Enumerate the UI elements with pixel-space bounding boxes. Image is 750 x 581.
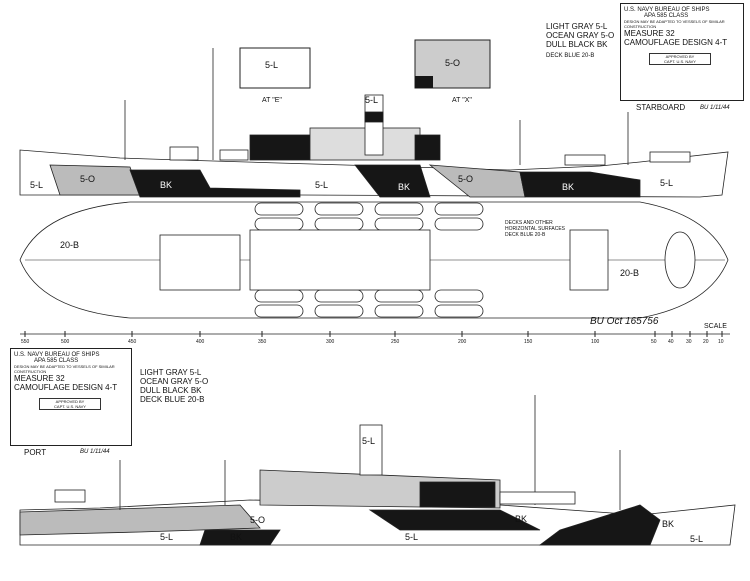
paint-label: 5-L bbox=[405, 532, 418, 542]
paint-label: 5-L bbox=[265, 60, 278, 70]
lifeboat bbox=[374, 304, 424, 318]
lifeboat bbox=[374, 289, 424, 303]
port-profile bbox=[19, 395, 736, 546]
drawing-number: BU Oct 165756 bbox=[590, 316, 659, 327]
scale-tick-label: 350 bbox=[258, 339, 267, 345]
section-e-label: AT "E" bbox=[262, 97, 282, 104]
title-block-starboard: U.S. NAVY BUREAU OF SHIPS APA 585 CLASS … bbox=[620, 3, 744, 101]
paint-label: 5-O bbox=[80, 174, 95, 184]
paint-label: 5-L bbox=[365, 95, 378, 105]
scale-tick-label: 500 bbox=[61, 339, 70, 345]
lifeboat bbox=[434, 202, 484, 216]
paint-label: BK bbox=[230, 532, 242, 542]
port-label: PORT bbox=[24, 448, 47, 457]
section-e-box bbox=[239, 47, 311, 89]
starboard-profile bbox=[19, 48, 729, 198]
lifeboat bbox=[254, 217, 304, 231]
paint-label: 5-L bbox=[315, 180, 328, 190]
legend-dull-black: DULL BLACK BK bbox=[546, 40, 608, 49]
legend-ocean-gray: OCEAN GRAY 5-O bbox=[546, 31, 615, 40]
scale-tick-label: 30 bbox=[686, 339, 692, 345]
deck-plan bbox=[19, 201, 729, 319]
lifeboat bbox=[374, 217, 424, 231]
paint-label: 5-L bbox=[660, 178, 673, 188]
scale-tick-label: 200 bbox=[458, 339, 467, 345]
lifeboat bbox=[314, 304, 364, 318]
lifeboat bbox=[314, 289, 364, 303]
legend-light-gray: LIGHT GRAY 5-L bbox=[546, 22, 608, 31]
paint-label: BK bbox=[662, 519, 674, 529]
scale-tick-label: 50 bbox=[651, 339, 657, 345]
starboard-label: STARBOARD bbox=[636, 103, 686, 112]
paint-label: BK bbox=[562, 182, 574, 192]
scale-tick-label: 300 bbox=[326, 339, 335, 345]
paint-label: 5-L bbox=[362, 436, 375, 446]
lifeboat bbox=[314, 217, 364, 231]
paint-label: 5-O bbox=[250, 515, 265, 525]
scale-tick-label: 150 bbox=[524, 339, 533, 345]
lifeboat bbox=[254, 304, 304, 318]
lifeboat bbox=[434, 217, 484, 231]
paint-label: 5-L bbox=[30, 180, 43, 190]
scale-ticks: 550 500 450 400 350 300 250 200 150 100 50 40 30 20 10 bbox=[21, 331, 724, 345]
paint-label: 5-O bbox=[445, 58, 460, 68]
scale-tick-label: 10 bbox=[718, 339, 724, 345]
paint-label: 20-B bbox=[620, 268, 639, 278]
paint-label: 20-B bbox=[60, 240, 79, 250]
scale-label: SCALE bbox=[704, 323, 727, 330]
lifeboat bbox=[434, 304, 484, 318]
scale-tick-label: 450 bbox=[128, 339, 137, 345]
legend-deck-blue: DECK BLUE 20-B bbox=[546, 53, 595, 59]
scale-tick-label: 100 bbox=[591, 339, 600, 345]
paint-label: BK bbox=[398, 182, 410, 192]
paint-label: 5-L bbox=[160, 532, 173, 542]
scale-tick-label: 550 bbox=[21, 339, 30, 345]
lifeboat bbox=[254, 289, 304, 303]
title-block-port: U.S. NAVY BUREAU OF SHIPS APA 585 CLASS … bbox=[10, 348, 132, 446]
note: DESIGN MAY BE ADAPTED TO VESSELS OF SIMI… bbox=[624, 19, 725, 29]
scale-tick-label: 20 bbox=[703, 339, 709, 345]
agency: U.S. NAVY BUREAU OF SHIPS bbox=[624, 7, 710, 13]
lifeboat bbox=[254, 202, 304, 216]
scale-tick-label: 40 bbox=[668, 339, 674, 345]
paint-label: 5-O bbox=[458, 174, 473, 184]
port-date: BU 1/11/44 bbox=[80, 449, 110, 455]
deck-note: DECKS AND OTHER HORIZONTAL SURFACES DECK… bbox=[505, 220, 566, 238]
measure: MEASURE 32 bbox=[624, 29, 675, 38]
paint-label: BK bbox=[160, 180, 172, 190]
starboard-date: BU 1/11/44 bbox=[700, 105, 730, 111]
lifeboat bbox=[374, 202, 424, 216]
scale-tick-label: 250 bbox=[391, 339, 400, 345]
scale-tick-label: 400 bbox=[196, 339, 205, 345]
lifeboat bbox=[434, 289, 484, 303]
paint-label: BK bbox=[515, 514, 527, 524]
ship-class: APA 585 CLASS bbox=[644, 13, 689, 19]
lifeboat bbox=[314, 202, 364, 216]
paint-label: 5-L bbox=[690, 534, 703, 544]
section-x-label: AT "X" bbox=[452, 97, 472, 104]
design: CAMOUFLAGE DESIGN 4-T bbox=[624, 38, 728, 47]
